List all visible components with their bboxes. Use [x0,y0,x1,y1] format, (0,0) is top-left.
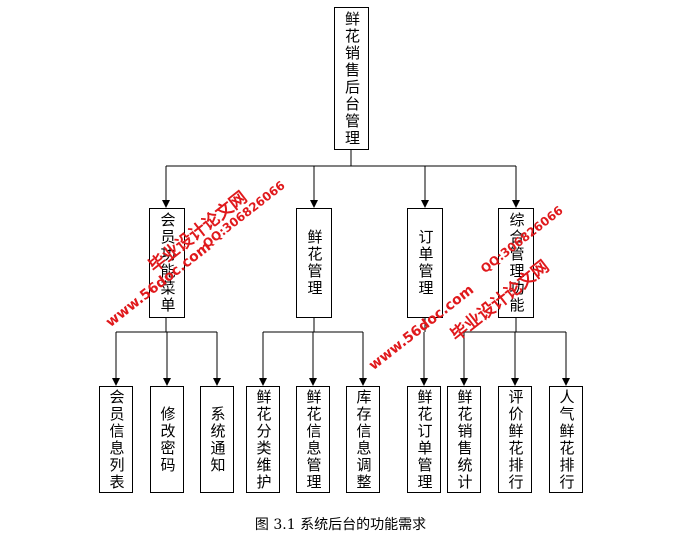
module-label: 订单管理 [416,229,435,297]
leaf-box: 修改密码 [150,386,184,493]
leaf-label: 库存信息调整 [354,388,373,491]
leaf-box: 鲜花订单管理 [407,386,441,493]
module-label: 会员功能菜单 [158,212,177,314]
leaf-label: 鲜花信息管理 [304,388,323,491]
leaf-label: 评价鲜花排行 [506,388,525,491]
leaf-label: 鲜花订单管理 [415,388,434,491]
leaf-label: 鲜花销售统计 [455,388,474,491]
leaf-box: 人气鲜花排行 [549,386,583,493]
leaf-box: 鲜花信息管理 [296,386,330,493]
leaf-label: 人气鲜花排行 [557,388,576,491]
module-label: 综合管理功能 [507,212,526,314]
leaf-label: 修改密码 [158,405,177,474]
leaf-box: 鲜花分类维护 [246,386,280,493]
leaf-label: 鲜花分类维护 [254,388,273,491]
leaf-box: 鲜花销售统计 [447,386,481,493]
leaf-box: 库存信息调整 [346,386,380,493]
module-label: 鲜花管理 [305,229,324,297]
figure-caption: 图 3.1 系统后台的功能需求 [254,517,427,533]
module-box-member: 会员功能菜单 [149,208,185,318]
leaf-label: 系统通知 [208,405,227,474]
leaf-box: 系统通知 [200,386,234,493]
root-box: 鲜花销售后台管理 [334,7,369,150]
module-box-order: 订单管理 [407,208,443,318]
root-label: 鲜花销售后台管理 [343,10,361,147]
leaf-box: 评价鲜花排行 [498,386,532,493]
leaf-box: 会员信息列表 [99,386,133,493]
leaf-label: 会员信息列表 [107,388,126,491]
module-box-general: 综合管理功能 [498,208,534,318]
module-box-flower: 鲜花管理 [296,208,332,318]
